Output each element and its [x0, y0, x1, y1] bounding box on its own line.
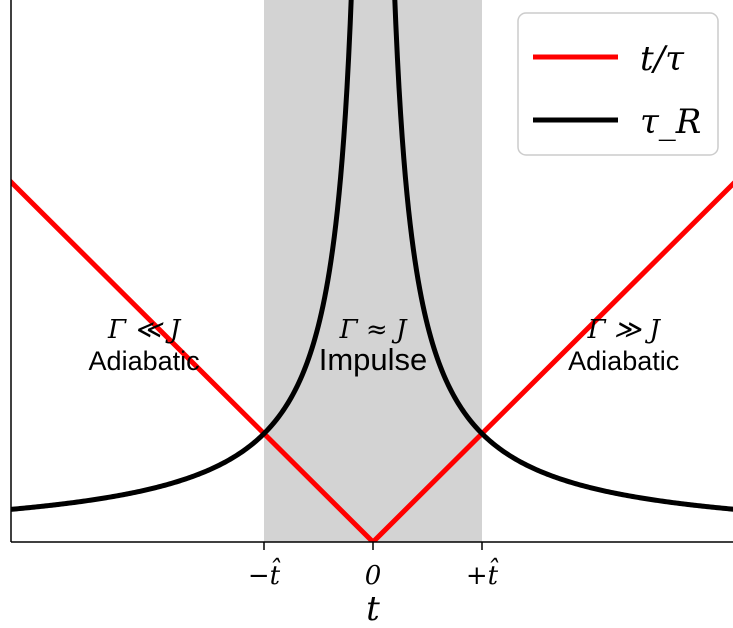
x-tick-label: +t̂	[466, 557, 499, 591]
x-tick-label: −t̂	[248, 557, 281, 591]
region-label: Adiabatic	[568, 346, 679, 376]
series-line-tau-r-left	[11, 0, 354, 512]
x-tick-label: 0	[365, 561, 382, 591]
impulse-region-band	[264, 0, 482, 542]
region-condition: Γ ≫ J	[587, 315, 662, 345]
region-label: Adiabatic	[89, 346, 200, 376]
series-line-t-over-tau	[11, 178, 733, 542]
region-condition: Γ ≪ J	[107, 315, 182, 345]
legend-label-t-over-tau: t/τ	[640, 39, 685, 79]
region-label: Impulse	[319, 342, 428, 377]
region-condition: Γ ≈ J	[339, 315, 408, 345]
legend: t/τ τ_R	[517, 12, 719, 156]
x-axis-label: t	[366, 589, 380, 628]
legend-label-tau-r: τ_R	[640, 102, 701, 142]
series-line-tau-r-right	[392, 0, 733, 512]
